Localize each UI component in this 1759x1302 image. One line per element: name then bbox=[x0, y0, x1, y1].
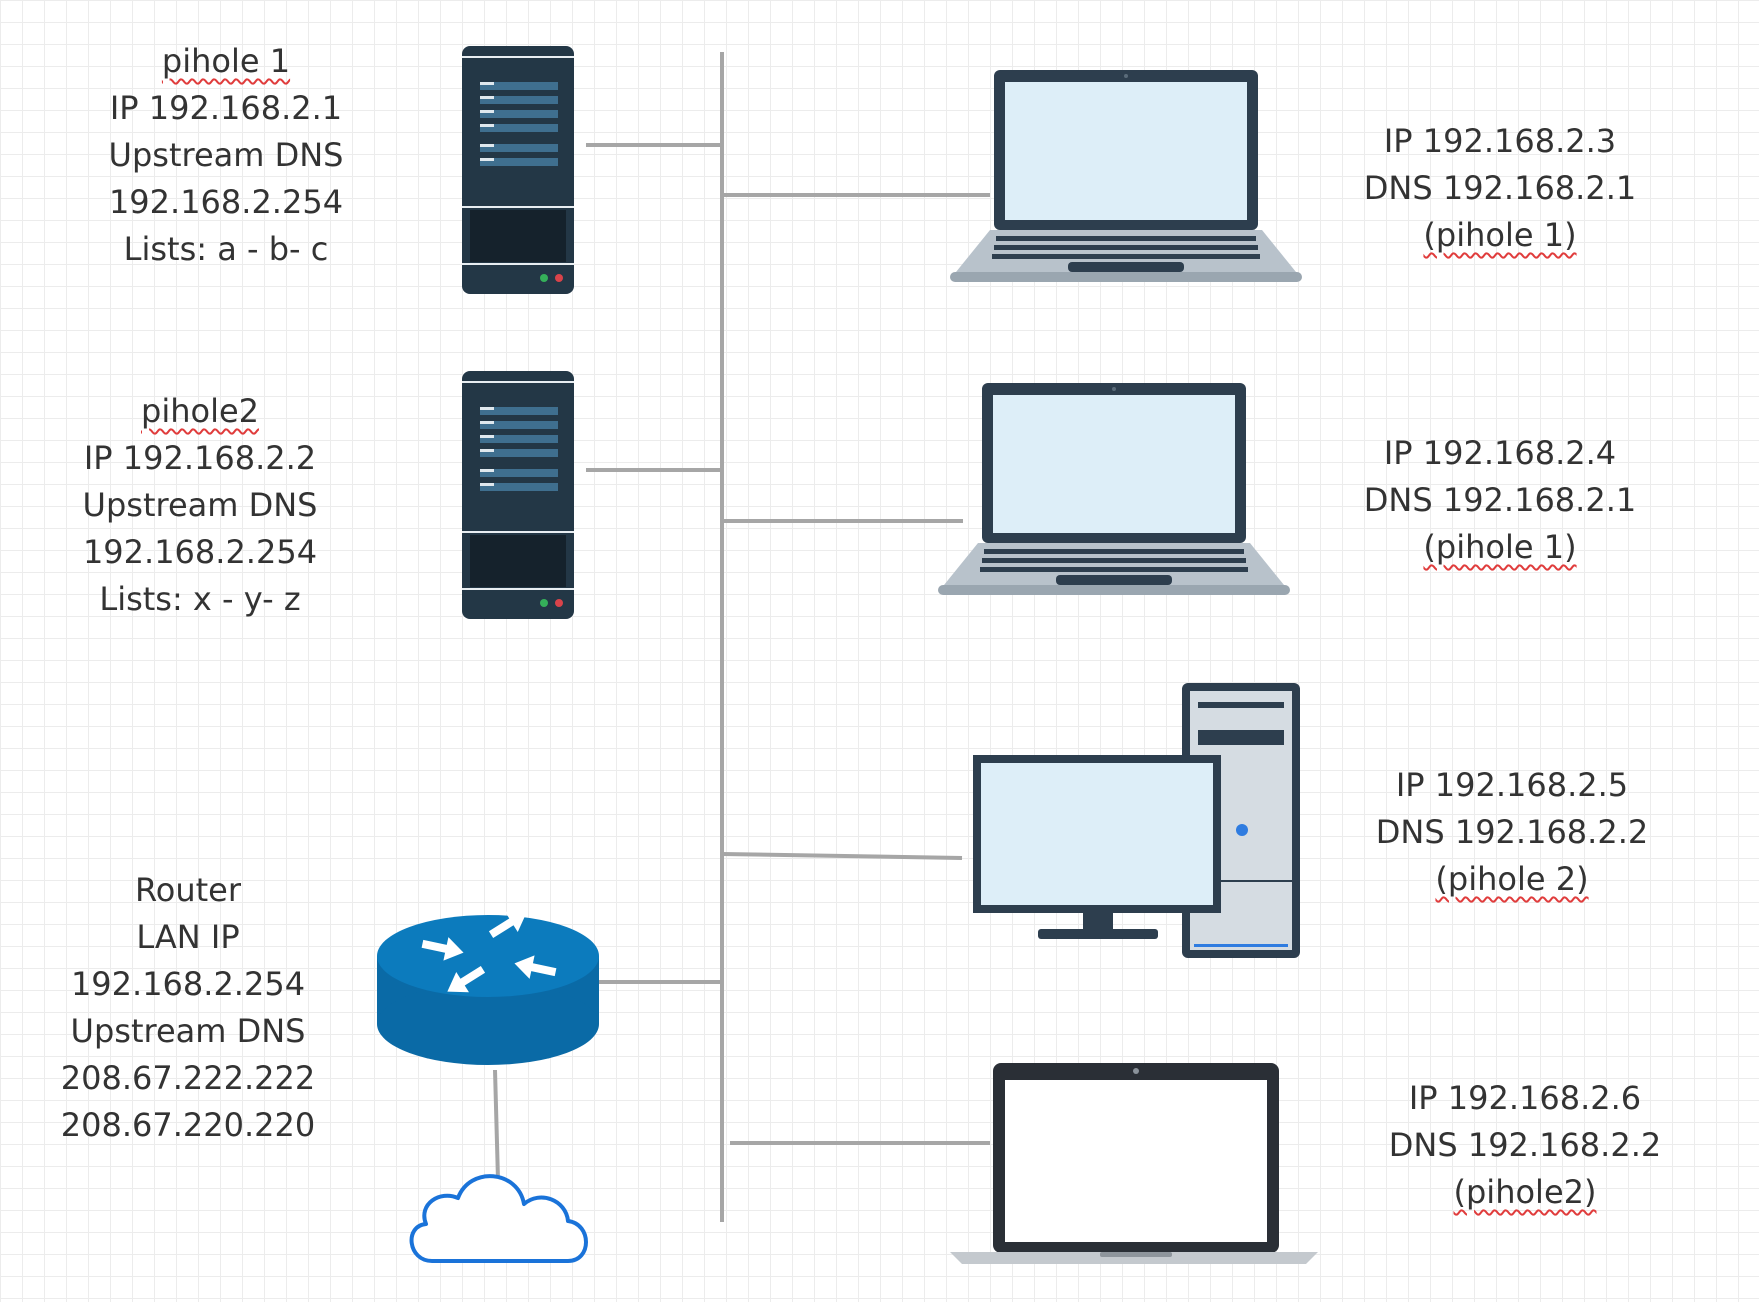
client4-label: IP 192.168.2.6 DNS 192.168.2.2 (pihole2) bbox=[1389, 1075, 1661, 1216]
laptop-icon bbox=[938, 383, 1290, 595]
network-wires bbox=[493, 52, 990, 1222]
client2-dns: DNS 192.168.2.1 bbox=[1363, 481, 1637, 519]
client1-label: IP 192.168.2.3 DNS 192.168.2.1 (pihole 1… bbox=[1364, 118, 1636, 259]
router-label: Router LAN IP 192.168.2.254 Upstream DNS… bbox=[61, 867, 315, 1149]
macbook-icon bbox=[950, 1063, 1318, 1264]
client4-note: (pihole2) bbox=[1453, 1173, 1597, 1211]
pihole2-ip: IP 192.168.2.2 bbox=[83, 439, 317, 477]
client3-label: IP 192.168.2.5 DNS 192.168.2.2 (pihole 2… bbox=[1376, 762, 1648, 903]
client2-note: (pihole 1) bbox=[1423, 528, 1577, 566]
pihole1-label: pihole 1 IP 192.168.2.1 Upstream DNS 192… bbox=[109, 38, 344, 273]
client3-note: (pihole 2) bbox=[1435, 860, 1589, 898]
client3-link bbox=[721, 852, 963, 860]
pihole1-lists: Lists: a - b- c bbox=[123, 230, 329, 268]
client2-ip: IP 192.168.2.4 bbox=[1383, 434, 1617, 472]
internet-link bbox=[493, 1069, 500, 1181]
router-icon bbox=[377, 902, 599, 1065]
desktop-computer-icon bbox=[973, 683, 1300, 958]
pihole1-upstream-ip: 192.168.2.254 bbox=[108, 183, 344, 221]
pihole2-label: pihole2 IP 192.168.2.2 Upstream DNS 192.… bbox=[83, 388, 318, 623]
client4-dns: DNS 192.168.2.2 bbox=[1388, 1126, 1662, 1164]
router-lan-label: LAN IP bbox=[136, 918, 240, 956]
client3-ip: IP 192.168.2.5 bbox=[1395, 766, 1629, 804]
router-upstream-label: Upstream DNS bbox=[70, 1012, 306, 1050]
server-icon bbox=[462, 46, 574, 294]
router-upstream-dns-2: 208.67.220.220 bbox=[60, 1106, 316, 1144]
pihole2-lists: Lists: x - y- z bbox=[99, 580, 301, 618]
client1-note: (pihole 1) bbox=[1423, 216, 1577, 254]
client1-ip: IP 192.168.2.3 bbox=[1383, 122, 1617, 160]
pihole1-upstream-label: Upstream DNS bbox=[108, 136, 344, 174]
router-upstream-dns-1: 208.67.222.222 bbox=[60, 1059, 316, 1097]
pihole1-ip: IP 192.168.2.1 bbox=[109, 89, 343, 127]
server-icon bbox=[462, 371, 574, 619]
client3-dns: DNS 192.168.2.2 bbox=[1375, 813, 1649, 851]
laptop-icon bbox=[950, 70, 1302, 282]
cloud-icon bbox=[409, 1174, 588, 1263]
pihole2-upstream-ip: 192.168.2.254 bbox=[82, 533, 318, 571]
router-title: Router bbox=[134, 871, 242, 909]
pihole1-name: pihole 1 bbox=[161, 42, 291, 80]
router-lan-ip: 192.168.2.254 bbox=[70, 965, 306, 1003]
client4-ip: IP 192.168.2.6 bbox=[1408, 1079, 1642, 1117]
client2-label: IP 192.168.2.4 DNS 192.168.2.1 (pihole 1… bbox=[1364, 430, 1636, 571]
pihole2-upstream-label: Upstream DNS bbox=[82, 486, 318, 524]
client1-dns: DNS 192.168.2.1 bbox=[1363, 169, 1637, 207]
pihole2-name: pihole2 bbox=[141, 392, 259, 430]
